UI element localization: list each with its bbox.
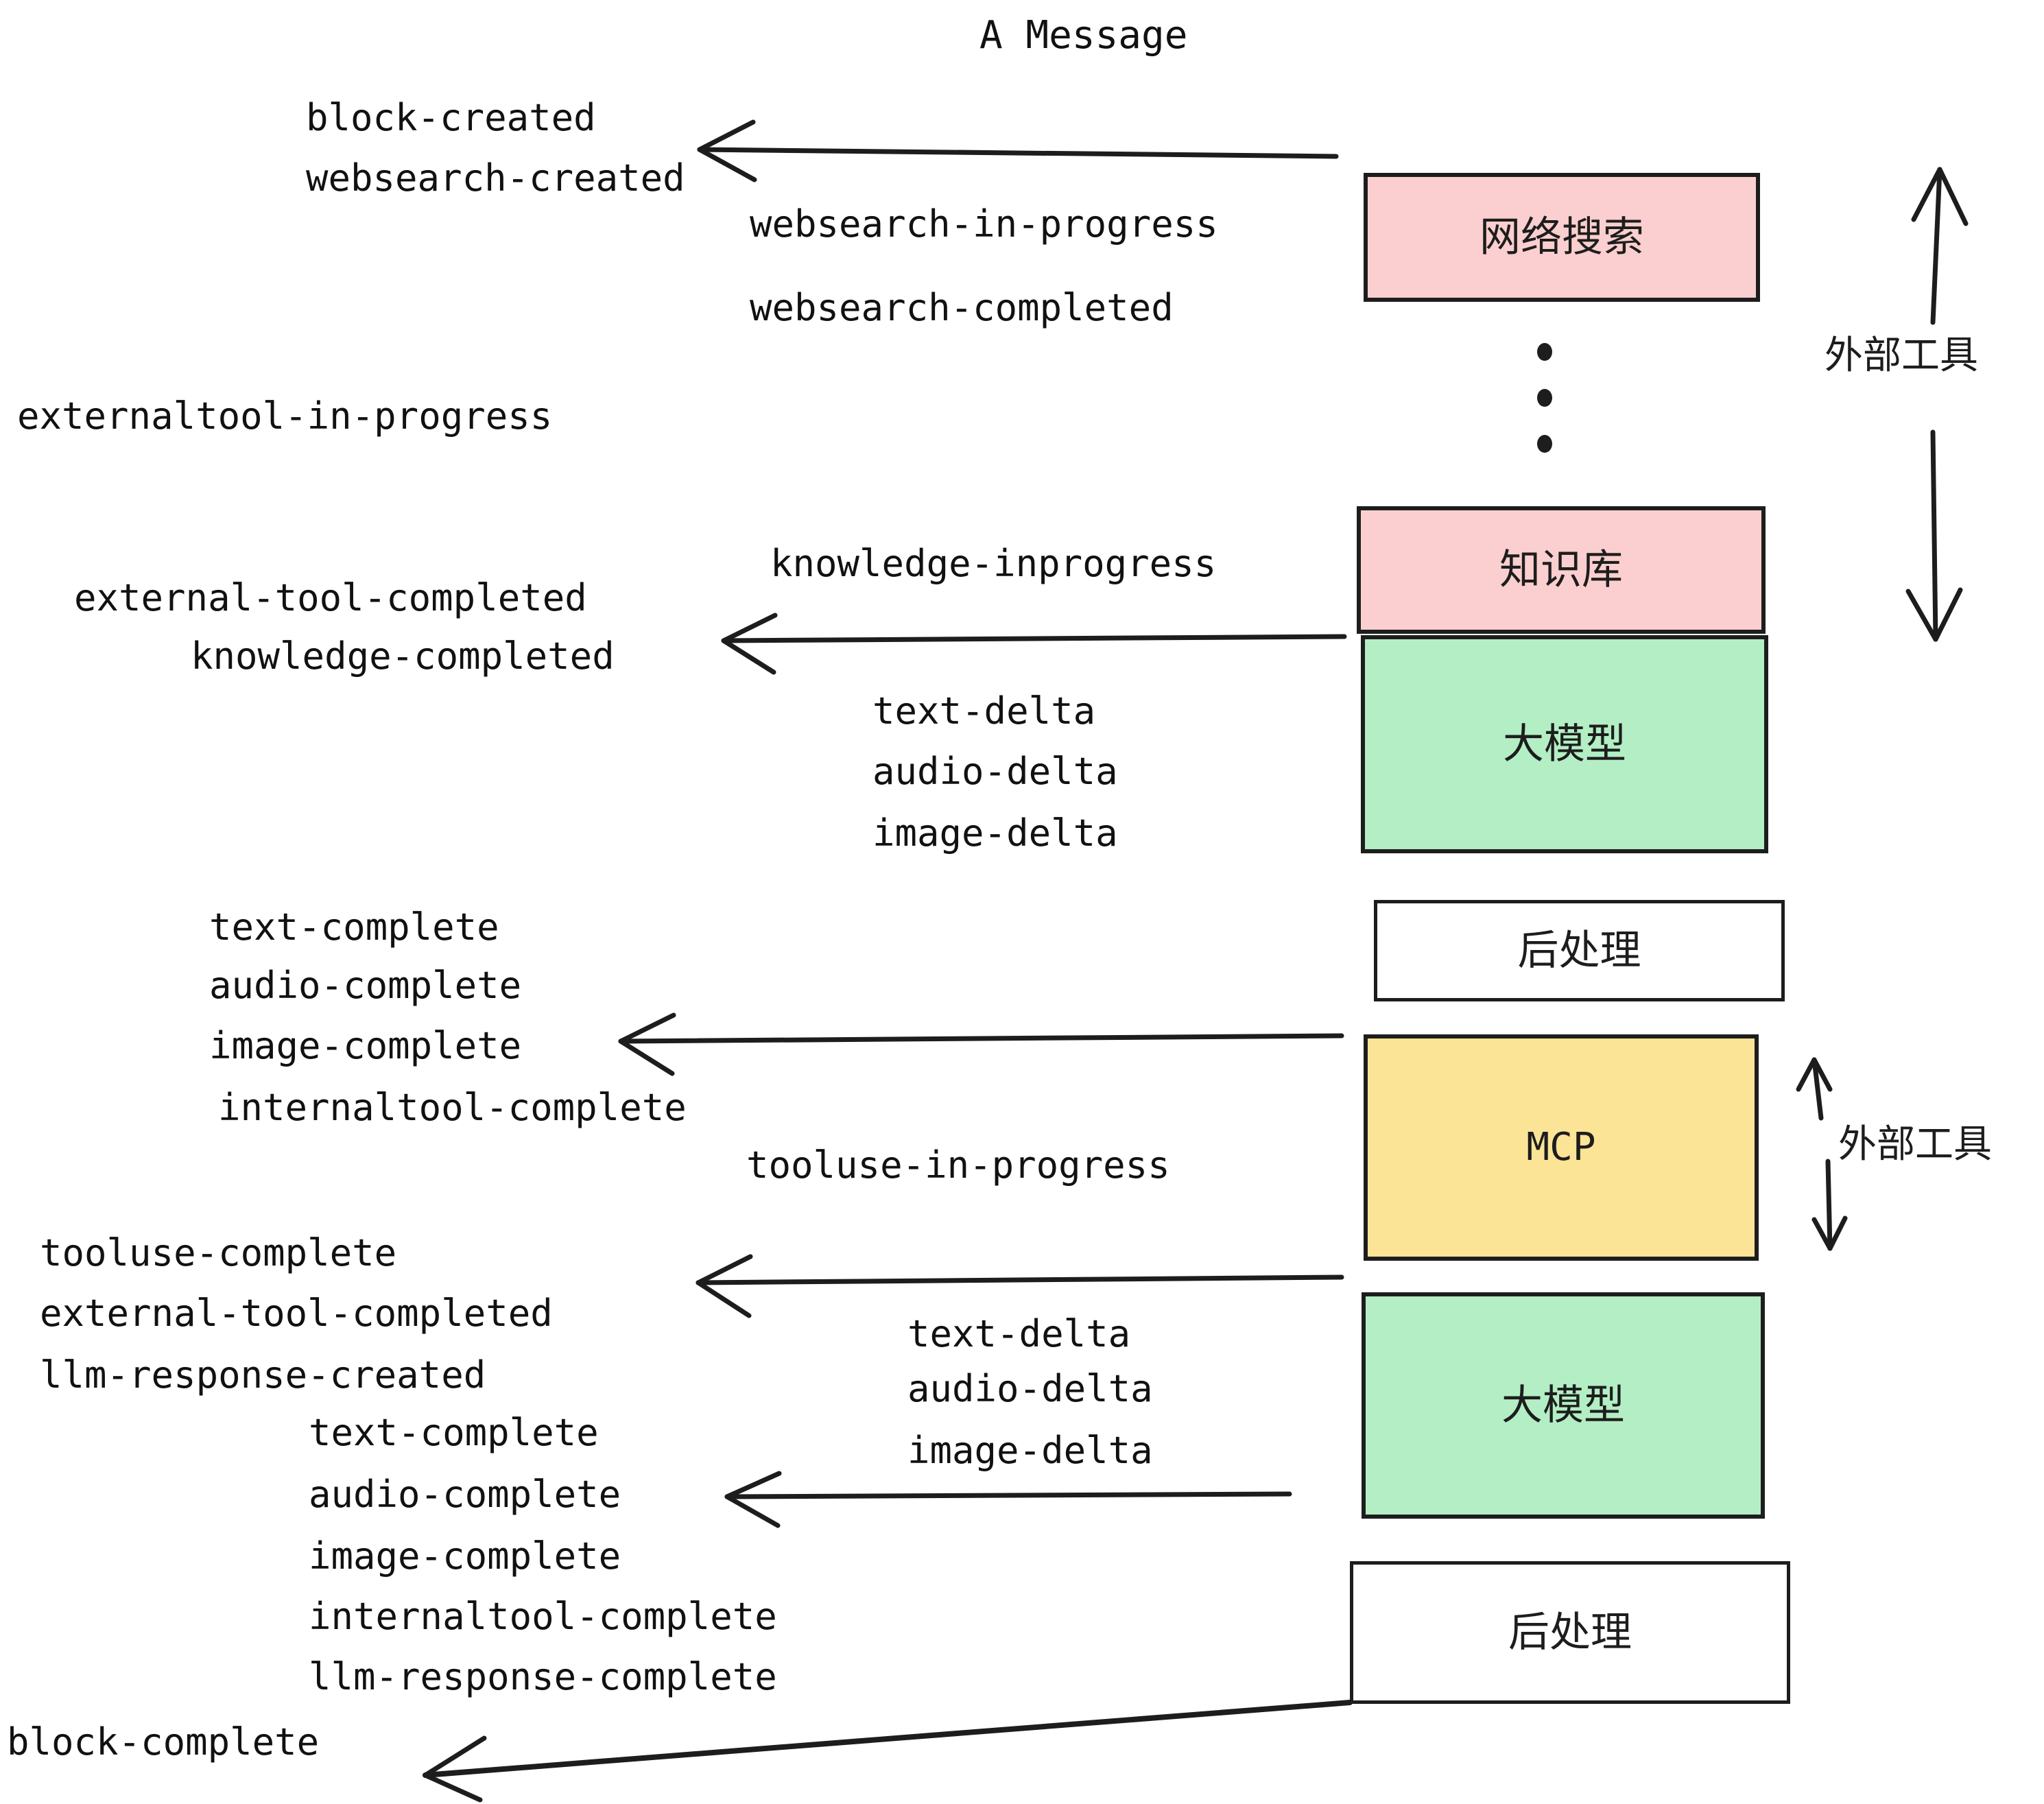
arrow-postprocess2-to-block-complete [423,1700,1353,1803]
event-label-text-complete-2: text-complete [309,1411,599,1454]
page-title: A Message [979,13,1188,58]
arrow-websearch-to-block-created [697,119,1339,182]
event-label-block-created: block-created [306,96,596,139]
event-label-audio-complete-2: audio-complete [309,1473,621,1516]
box-websearch-label: 网络搜索 [1479,214,1644,260]
arrow-mcp-to-tooluse-complete [696,1254,1344,1318]
ellipsis-dots [1536,343,1553,453]
event-label-knowledge-inprogress: knowledge-inprogress [770,542,1217,585]
dot-2 [1537,389,1552,407]
box-websearch[interactable]: 网络搜索 [1364,173,1760,302]
event-label-externaltool-in-progress: externaltool-in-progress [17,394,553,438]
event-label-block-complete: block-complete [7,1720,320,1764]
box-mcp-label: MCP [1526,1125,1596,1170]
event-label-audio-delta-1: audio-delta [872,750,1118,793]
box-mcp[interactable]: MCP [1364,1034,1759,1261]
box-llm-top[interactable]: 大模型 [1361,635,1768,853]
side-label-external-tools-top: 外部工具 [1825,333,1978,377]
box-postprocess-1-label: 后处理 [1517,927,1641,973]
box-knowledge-label: 知识库 [1499,547,1623,593]
side-label-external-tools-bottom: 外部工具 [1838,1122,1992,1165]
event-label-tooluse-in-progress: tooluse-in-progress [746,1143,1170,1187]
event-label-tooluse-complete: tooluse-complete [40,1231,397,1274]
event-label-llm-response-complete: llm-response-complete [309,1655,777,1698]
event-label-image-complete-2: image-complete [309,1534,621,1578]
dot-1 [1537,343,1552,361]
event-label-audio-delta-2: audio-delta [907,1367,1153,1410]
event-label-websearch-created: websearch-created [306,156,685,200]
event-label-audio-complete-1: audio-complete [209,964,522,1007]
event-label-internaltool-complete-1: internaltool-complete [218,1086,687,1129]
arrow-knowledge-to-knowledge-completed [721,613,1347,675]
box-llm-bottom-label: 大模型 [1501,1382,1625,1428]
arrow-external-tools-bottom-up [1796,1057,1833,1121]
box-llm-top-label: 大模型 [1503,721,1626,767]
box-llm-bottom[interactable]: 大模型 [1362,1292,1765,1519]
box-knowledge[interactable]: 知识库 [1357,506,1766,634]
box-postprocess-2[interactable]: 后处理 [1350,1561,1790,1704]
event-label-websearch-in-progress: websearch-in-progress [750,202,1218,246]
dot-3 [1537,435,1552,453]
arrow-external-tools-bottom-down [1811,1159,1848,1251]
event-label-websearch-completed: websearch-completed [750,286,1174,329]
event-label-image-delta-1: image-delta [872,811,1118,855]
event-label-text-delta-1: text-delta [872,689,1096,733]
arrow-external-tools-top-up [1911,167,1969,325]
event-label-image-delta-2: image-delta [907,1429,1153,1472]
event-label-image-complete-1: image-complete [209,1024,522,1067]
event-label-external-tool-completed-1: external-tool-completed [74,576,587,619]
event-label-text-delta-2: text-delta [907,1312,1131,1355]
event-label-text-complete-1: text-complete [209,905,499,949]
arrow-postprocess-to-image-complete [618,1012,1344,1076]
box-postprocess-2-label: 后处理 [1508,1609,1632,1655]
event-label-llm-response-created: llm-response-created [40,1353,486,1397]
box-postprocess-1[interactable]: 后处理 [1374,900,1785,1001]
arrow-llm-to-audio-complete [724,1471,1292,1528]
arrow-external-tools-top-down [1905,429,1963,642]
event-label-internaltool-complete-2: internaltool-complete [309,1595,777,1638]
event-label-external-tool-completed-2: external-tool-completed [40,1292,553,1335]
event-label-knowledge-completed: knowledge-completed [191,634,615,678]
